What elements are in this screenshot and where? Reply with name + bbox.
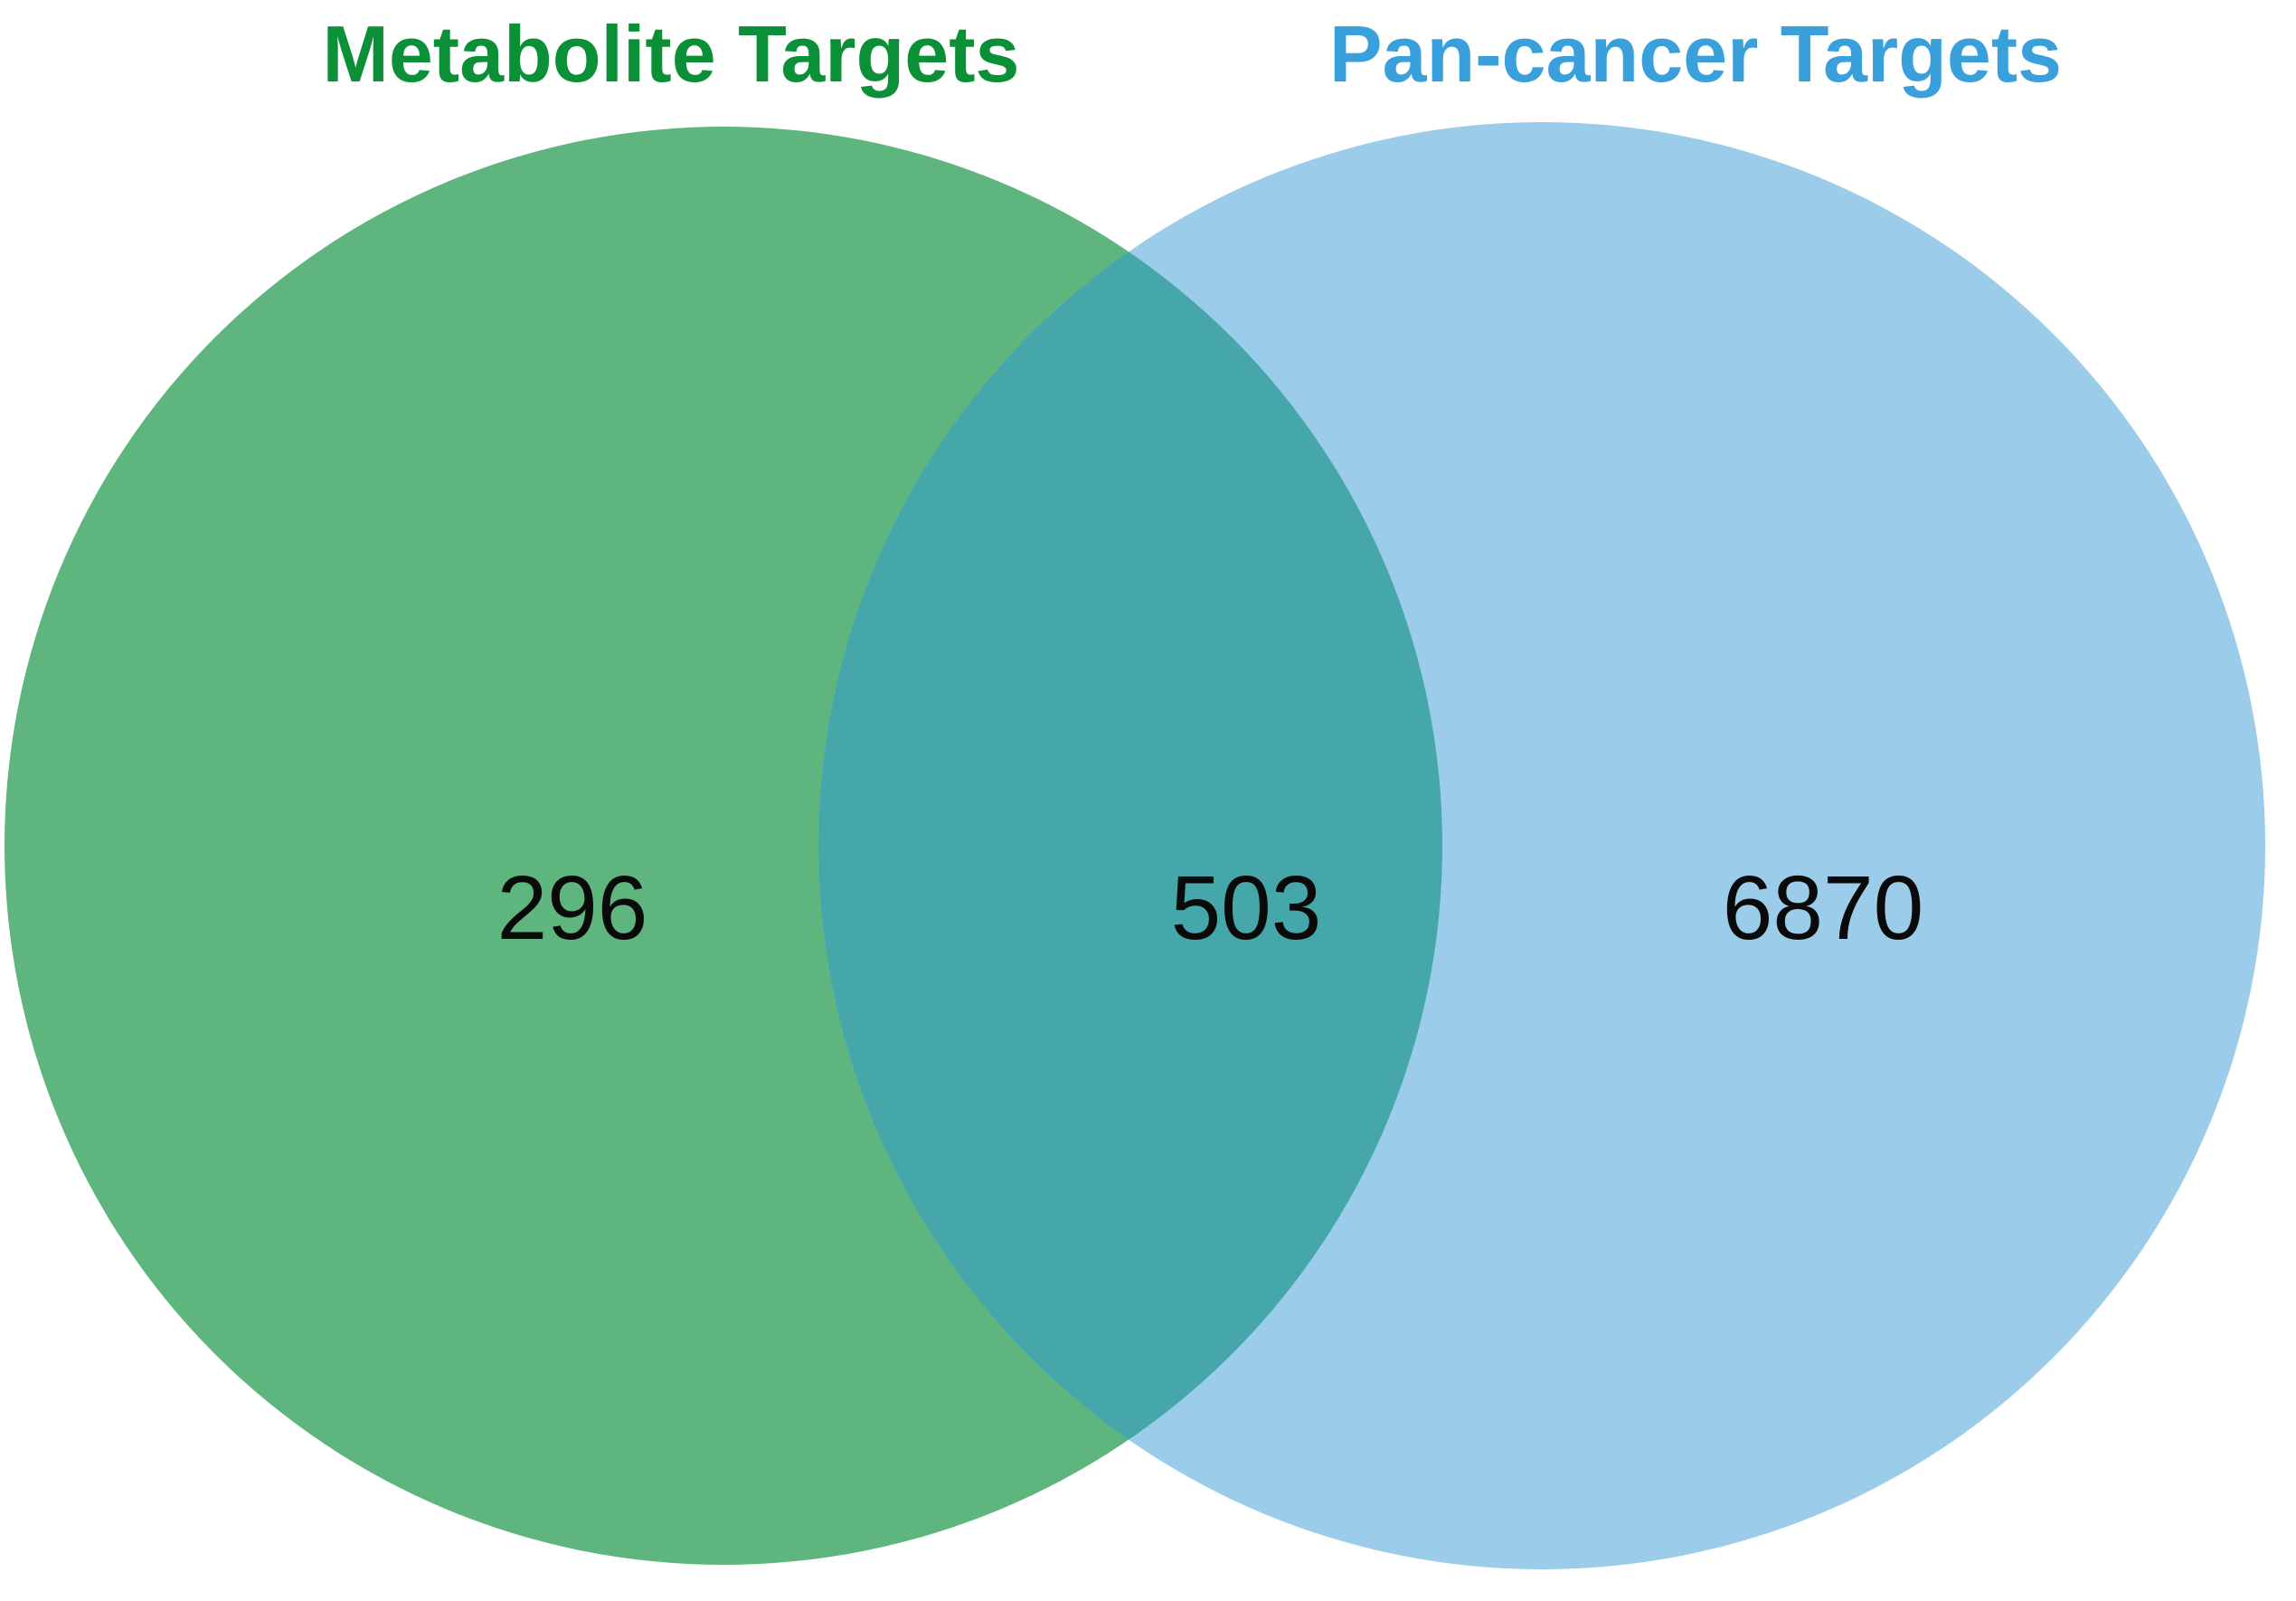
pancancer-set-title: Pan-cancer Targets bbox=[1329, 9, 2062, 99]
metabolite-only-count: 296 bbox=[497, 857, 648, 959]
metabolite-set-title: Metabolite Targets bbox=[323, 9, 1020, 99]
overlap-count: 503 bbox=[1171, 857, 1322, 959]
overlap-region bbox=[818, 127, 1442, 1565]
pancancer-only-count: 6870 bbox=[1723, 857, 1923, 959]
